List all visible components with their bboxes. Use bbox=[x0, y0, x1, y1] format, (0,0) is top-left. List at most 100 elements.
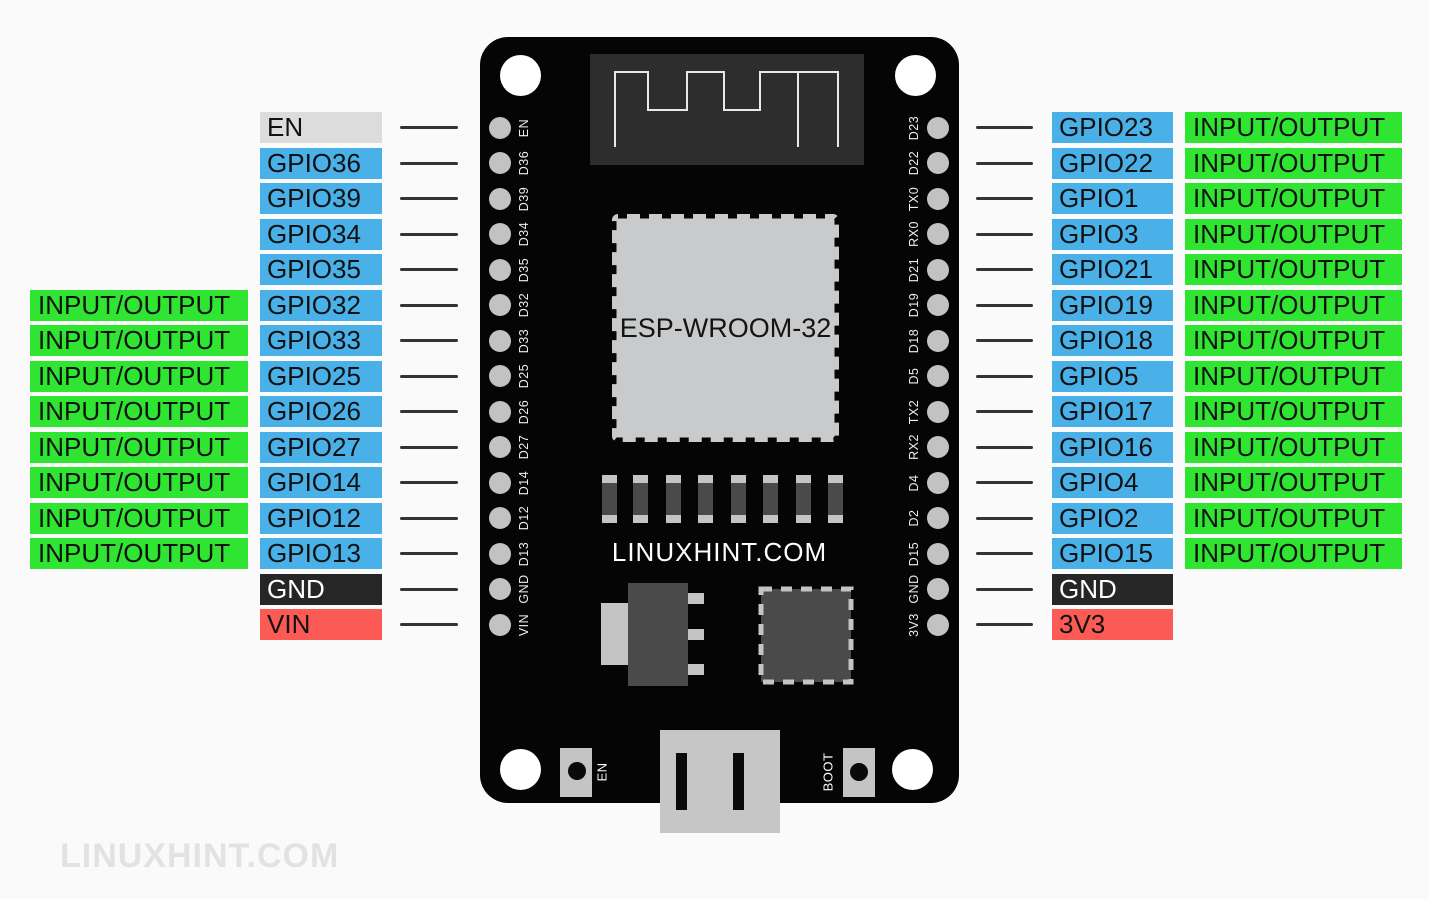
pin-hole bbox=[927, 542, 949, 565]
pin-connector-line bbox=[400, 161, 458, 165]
silkscreen-label: RX2 bbox=[907, 434, 921, 460]
pin-hole bbox=[927, 365, 949, 387]
pin-name-label-gnd: GND bbox=[260, 573, 382, 605]
pin-hole bbox=[927, 329, 949, 352]
io-direction-label: INPUT/OUTPUT bbox=[30, 538, 248, 569]
pin-name-label-gpio3: GPIO3 bbox=[1052, 218, 1173, 250]
io-direction-label: INPUT/OUTPUT bbox=[1185, 467, 1402, 498]
silkscreen-label: D2 bbox=[907, 509, 921, 527]
silkscreen-label: D23 bbox=[907, 115, 921, 140]
pin-name-label-gpio2: GPIO2 bbox=[1052, 502, 1173, 534]
pin-hole bbox=[927, 294, 949, 316]
silkscreen-label: EN bbox=[517, 118, 531, 137]
pin-name-label-gpio17: GPIO17 bbox=[1052, 396, 1173, 427]
silkscreen-label: D35 bbox=[517, 257, 531, 282]
silkscreen-label: D22 bbox=[907, 150, 921, 176]
pin-hole bbox=[927, 436, 949, 458]
pin-hole bbox=[489, 436, 511, 458]
pin-connector-line bbox=[976, 197, 1033, 200]
pin-name-label-gpio27: GPIO27 bbox=[260, 431, 382, 463]
pin-name-label-gpio34: GPIO34 bbox=[260, 218, 382, 250]
silkscreen-label: TX2 bbox=[907, 399, 921, 424]
pin-connector-line bbox=[400, 516, 458, 520]
capacitor-component bbox=[828, 475, 843, 523]
regulator-pin bbox=[688, 593, 704, 604]
pin-hole bbox=[927, 223, 949, 245]
pin-name-label-gpio39: GPIO39 bbox=[260, 183, 382, 214]
capacitor-component bbox=[796, 475, 811, 523]
capacitor-component bbox=[633, 475, 648, 523]
regulator-pin bbox=[688, 629, 704, 640]
pin-hole bbox=[927, 400, 949, 423]
pin-hole bbox=[927, 116, 949, 139]
capacitor-component bbox=[731, 475, 746, 523]
usb-connector bbox=[660, 730, 780, 833]
silkscreen-label: D39 bbox=[517, 186, 531, 211]
pin-hole bbox=[927, 258, 949, 281]
usb-slot bbox=[733, 753, 744, 810]
pin-name-label-gpio18: GPIO18 bbox=[1052, 325, 1173, 356]
wifi-antenna bbox=[590, 54, 864, 165]
io-direction-label: INPUT/OUTPUT bbox=[1185, 325, 1402, 356]
silkscreen-label: D19 bbox=[907, 292, 921, 318]
mounting-hole-top-left bbox=[499, 54, 541, 96]
io-direction-label: INPUT/OUTPUT bbox=[30, 467, 248, 498]
pin-hole bbox=[489, 187, 511, 210]
uart-chip-icon bbox=[758, 586, 854, 685]
en-button-label: EN bbox=[594, 762, 610, 782]
silkscreen-label: VIN bbox=[517, 613, 531, 636]
pin-hole bbox=[489, 152, 511, 174]
pin-name-label-gpio26: GPIO26 bbox=[260, 396, 382, 427]
io-direction-label: INPUT/OUTPUT bbox=[30, 360, 248, 392]
pin-connector-line bbox=[400, 410, 458, 413]
chip-label: ESP-WROOM-32 bbox=[619, 312, 832, 343]
pin-hole bbox=[489, 329, 511, 352]
pin-connector-line bbox=[976, 268, 1033, 271]
pin-connector-line bbox=[400, 339, 458, 342]
pin-connector-line bbox=[400, 374, 458, 378]
pin-name-label-gpio25: GPIO25 bbox=[260, 360, 382, 392]
pin-name-label-gpio33: GPIO33 bbox=[260, 325, 382, 356]
capacitor-component bbox=[666, 475, 681, 523]
pin-name-label-vin: VIN bbox=[260, 609, 382, 640]
pin-hole bbox=[489, 578, 511, 600]
en-button bbox=[560, 748, 592, 797]
antenna-trace-icon bbox=[614, 71, 839, 147]
pin-hole bbox=[927, 578, 949, 600]
silkscreen-label: GND bbox=[517, 574, 531, 604]
io-direction-label: INPUT/OUTPUT bbox=[1185, 147, 1402, 179]
pin-name-label-en: EN bbox=[260, 112, 382, 143]
pin-connector-line bbox=[400, 587, 458, 591]
pin-hole bbox=[489, 613, 511, 636]
io-direction-label: INPUT/OUTPUT bbox=[1185, 218, 1402, 250]
pin-connector-line bbox=[400, 126, 458, 129]
pin-connector-line bbox=[976, 445, 1033, 449]
pin-hole bbox=[927, 471, 949, 494]
pin-name-label-gpio32: GPIO32 bbox=[260, 289, 382, 321]
silkscreen-label: D18 bbox=[907, 328, 921, 353]
pin-connector-line bbox=[976, 587, 1033, 591]
pin-name-label-gpio14: GPIO14 bbox=[260, 467, 382, 498]
boot-button-label: BOOT bbox=[820, 752, 836, 792]
pin-hole bbox=[489, 400, 511, 423]
pin-connector-line bbox=[400, 445, 458, 449]
pin-hole bbox=[927, 507, 949, 529]
pin-name-label-gpio35: GPIO35 bbox=[260, 254, 382, 285]
mounting-hole-bottom-right bbox=[892, 749, 933, 790]
io-direction-label: INPUT/OUTPUT bbox=[1185, 502, 1402, 534]
pin-connector-line bbox=[400, 268, 458, 271]
pin-name-label-gpio13: GPIO13 bbox=[260, 538, 382, 569]
pin-connector-line bbox=[976, 552, 1033, 555]
pin-name-label-gpio21: GPIO21 bbox=[1052, 254, 1173, 285]
pin-connector-line bbox=[400, 232, 458, 236]
regulator-pin bbox=[688, 664, 704, 675]
silkscreen-label: D5 bbox=[907, 367, 921, 385]
io-direction-label: INPUT/OUTPUT bbox=[1185, 538, 1402, 569]
silkscreen-label: D12 bbox=[517, 505, 531, 531]
silkscreen-label: D32 bbox=[517, 292, 531, 318]
io-direction-label: INPUT/OUTPUT bbox=[1185, 112, 1402, 143]
io-direction-label: INPUT/OUTPUT bbox=[30, 502, 248, 534]
pin-connector-line bbox=[976, 410, 1033, 413]
